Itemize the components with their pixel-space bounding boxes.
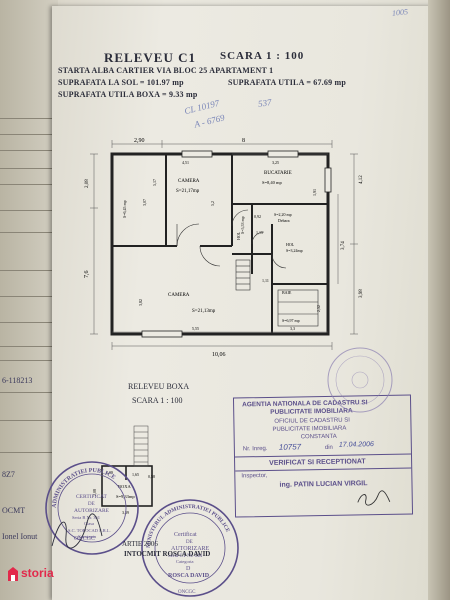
right-page-edge — [428, 0, 450, 600]
doc-scale: SCARA 1 : 100 — [220, 50, 305, 62]
box-room-area: S=9,33mp — [116, 494, 135, 500]
left-round-stamp: ADMINISTRATIEI PUBLICE CERTIFICAT DE AUT… — [45, 461, 139, 555]
room-4-name: HOL — [236, 231, 241, 240]
right-stamp-l5: Categoria — [176, 559, 194, 564]
room-6-area: S=3,24mp — [286, 248, 303, 254]
left-stamp-l6: S.C. TOPOCAD S.R.L. — [68, 528, 111, 533]
agency-line-4: PUBLICITATE IMOBILIARA — [272, 425, 347, 433]
room-3-name: CAMERA — [168, 293, 190, 298]
footer-date: ARTIE 2006 — [122, 540, 158, 548]
surface-ground: SUPRAFATA LA SOL = 101.97 mp — [58, 78, 184, 87]
right-round-stamp: MINISTERUL ADMINISTRATIEI PUBLICE Certif… — [141, 499, 239, 597]
left-stamp-l5: Clasa — [84, 521, 94, 526]
room-1-name: CAMERA — [178, 179, 200, 184]
right-stamp-l1: Certificat — [174, 531, 197, 538]
agency-nr-label: Nr. Inreg. — [242, 445, 268, 453]
inner-dim-13: 1,11 — [262, 278, 269, 284]
room-4-area: S=5,53 mp — [240, 216, 246, 234]
inner-dim-12: 5,17 — [152, 179, 158, 186]
surface-useful: SUPRAFATA UTILA = 67.69 mp — [228, 78, 346, 87]
document-sheet: RELEVEU C1 SCARA 1 : 100 STARTA ALBA CAR… — [45, 6, 450, 600]
room-1-area: S=21,17mp — [176, 189, 200, 194]
box-scale: SCARA 1 : 100 — [132, 396, 183, 405]
inner-dim-9: 0,92 — [254, 214, 261, 220]
right-stamp-l7: ROSCA DAVID — [168, 573, 210, 579]
dim-right-1: 4,12 — [359, 175, 364, 184]
inner-dim-5: 5,55 — [192, 326, 199, 332]
agency-verified: VERIFICAT SI RECEPTIONAT — [269, 458, 366, 467]
underlying-sheet: 6-118213 8Z7 OCMT Ionel Ionut — [0, 0, 58, 600]
inner-dim-6: 3,3 — [290, 326, 295, 332]
room-5-area: S=2,20 mp — [274, 212, 292, 218]
left-stamp-l4: Seria B Nr. 361 — [72, 515, 100, 520]
storia-icon — [8, 567, 18, 581]
room-5-name: Debara — [278, 218, 290, 223]
surface-box: SUPRAFATA UTILA BOXA = 9.33 mp — [58, 90, 198, 99]
side-text-a: 8Z7 — [2, 470, 15, 479]
dim-left-2: 7,6 — [84, 271, 90, 279]
box-dim-3: 2,08 — [92, 489, 98, 496]
side-number: 6-118213 — [2, 376, 33, 385]
side-text-b: OCMT — [2, 506, 26, 515]
inspector-signature — [357, 490, 391, 506]
dim-bottom: 10,06 — [212, 352, 226, 358]
doc-address: STARTA ALBA CARTIER VIA BLOC 25 APARTAME… — [58, 66, 274, 75]
box-dim-1: 1,09 — [106, 470, 113, 476]
left-stamp-l1: CERTIFICAT — [76, 494, 107, 500]
handwritten-corner: 1005 — [391, 7, 409, 18]
dim-right-3: 3,98 — [359, 289, 364, 298]
box-dim-5: 0,58 — [148, 474, 155, 480]
room-3-area: S=21,13mp — [192, 309, 216, 314]
inner-dim-3: 3,25 — [272, 160, 279, 166]
agency-nr-value: 10757 — [278, 442, 302, 452]
inner-dim-4: 3,82 — [138, 299, 144, 306]
dim-top-1: 2,90 — [134, 138, 145, 144]
handwritten-note-2: A - 6769 — [193, 112, 226, 130]
inner-dim-2: 5,2 — [210, 201, 216, 206]
handwritten-note-3: 537 — [257, 97, 273, 109]
left-signature — [51, 513, 103, 549]
inner-dim-7: 2,52 — [316, 305, 322, 312]
left-stamp-l7: Constanta — [78, 534, 96, 539]
room-2-name: BUCATARIE — [264, 171, 292, 176]
left-stamp-l3: AUTORIZARE — [74, 508, 110, 514]
inner-dim-8: 1,91 — [312, 189, 318, 196]
doc-title: RELEVEU C1 — [104, 50, 196, 65]
agency-line-5: CONSTANTA — [300, 433, 337, 441]
room-6-name: HOL — [286, 242, 295, 247]
left-stamp-l2: DE — [88, 502, 95, 507]
faint-round-stamp — [327, 347, 393, 413]
footer-author: INTOCMIT ROSCA DAVID — [124, 550, 211, 558]
side-text-c: Ionel Ionut — [2, 532, 38, 541]
dim-right-2: 3,74 — [341, 241, 346, 250]
inner-dim-11: 3,07 — [142, 199, 148, 206]
room-7-name: BAIE — [282, 290, 292, 295]
agency-line-3: OFICIUL DE CADASTRU SI — [274, 417, 350, 425]
floor-plan: 2,90 8 10,06 2,08 7,6 4,12 3,74 3,98 CAM… — [84, 138, 364, 358]
room-8-area: S=6,45 mp — [122, 200, 128, 218]
right-stamp-l4: Seria CT Nr. 044 — [168, 554, 203, 559]
storia-wordmark: storia — [21, 566, 54, 580]
box-title: RELEVEU BOXA — [128, 382, 190, 391]
box-dim-2: 1,65 — [132, 472, 139, 478]
agency-stamp: AGENTIA NATIONALA DE CADASTRU SI PUBLICI… — [232, 394, 414, 518]
agency-date-label: din — [324, 444, 333, 451]
storia-logo: storia — [8, 566, 58, 582]
room-7-area: S=6,97 mp — [282, 318, 300, 324]
right-stamp-l2: DE — [186, 540, 193, 545]
dim-top-2: 8 — [242, 138, 245, 144]
right-stamp-l6: D — [186, 566, 191, 572]
box-room-name: BOXA — [118, 484, 132, 489]
footer-oncgc: ONCGC — [74, 536, 96, 542]
inner-dim-10: 1,15 — [256, 230, 263, 236]
right-stamp-bottom: ONCGC — [178, 590, 196, 595]
agency-inspector-label: Inspector, — [241, 472, 268, 480]
room-2-area: S=8,40 mp — [262, 180, 283, 186]
right-stamp-l3: AUTORIZARE — [171, 546, 210, 552]
dim-left-1: 2,08 — [85, 179, 90, 188]
agency-date-value: 17.04.2006 — [338, 441, 374, 449]
inner-dim-1: 4,51 — [182, 160, 189, 166]
